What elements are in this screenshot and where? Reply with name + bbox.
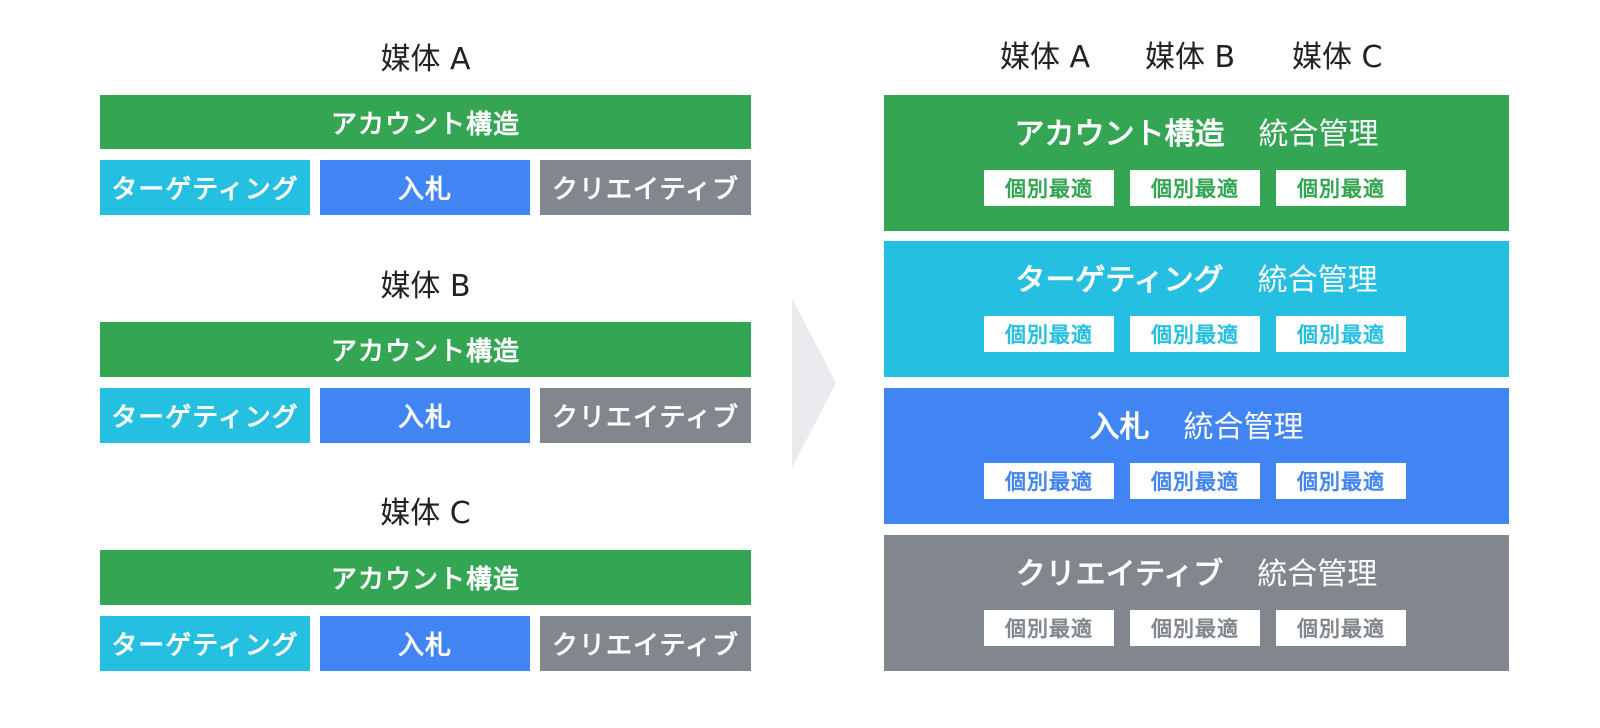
block-title: 入札統合管理 xyxy=(884,408,1509,448)
optimization-chip-b: 個別最適 xyxy=(1130,170,1260,206)
optimization-chip-a: 個別最適 xyxy=(984,170,1114,206)
header-media-c: 媒体 C xyxy=(1292,40,1383,75)
optimization-chip-c: 個別最適 xyxy=(1276,170,1406,206)
bid-integrated-block: 入札統合管理 個別最適 個別最適 個別最適 xyxy=(884,388,1509,524)
account-integrated-block: アカウント構造統合管理 個別最適 個別最適 個別最適 xyxy=(884,95,1509,231)
media-a-account-bar: アカウント構造 xyxy=(100,95,751,149)
media-a-creative-bar: クリエイティブ xyxy=(540,160,751,215)
block-title-main: アカウント構造 xyxy=(1014,117,1225,152)
media-a-bid-bar: 入札 xyxy=(320,160,530,215)
media-c-account-bar: アカウント構造 xyxy=(100,550,751,605)
optimization-chip-b: 個別最適 xyxy=(1130,316,1260,352)
optimization-chip-c: 個別最適 xyxy=(1276,463,1406,499)
media-b-title: 媒体 B xyxy=(380,269,471,304)
block-title: クリエイティブ統合管理 xyxy=(884,555,1509,595)
targeting-integrated-block: ターゲティング統合管理 個別最適 個別最適 個別最適 xyxy=(884,241,1509,377)
optimization-chip-a: 個別最適 xyxy=(984,610,1114,646)
block-title-main: クリエイティブ xyxy=(1015,557,1224,592)
block-title-main: 入札 xyxy=(1089,410,1150,445)
media-b-creative-bar: クリエイティブ xyxy=(540,388,751,443)
block-title-sub: 統合管理 xyxy=(1258,117,1379,152)
block-title-sub: 統合管理 xyxy=(1183,410,1304,445)
optimization-chip-c: 個別最適 xyxy=(1276,610,1406,646)
block-title-sub: 統合管理 xyxy=(1257,557,1378,592)
media-b-account-bar: アカウント構造 xyxy=(100,322,751,377)
optimization-chip-b: 個別最適 xyxy=(1130,610,1260,646)
block-title-sub: 統合管理 xyxy=(1257,263,1378,298)
media-a-targeting-bar: ターゲティング xyxy=(100,160,310,215)
chevron-right-icon xyxy=(792,298,836,468)
optimization-chip-c: 個別最適 xyxy=(1276,316,1406,352)
media-a-title: 媒体 A xyxy=(380,42,471,77)
media-b-bid-bar: 入札 xyxy=(320,388,530,443)
header-media-b: 媒体 B xyxy=(1145,40,1236,75)
media-c-title: 媒体 C xyxy=(380,496,471,531)
optimization-chip-a: 個別最適 xyxy=(984,316,1114,352)
block-title: ターゲティング統合管理 xyxy=(884,261,1509,301)
media-c-bid-bar: 入札 xyxy=(320,616,530,671)
header-media-a: 媒体 A xyxy=(1000,40,1091,75)
block-title-main: ターゲティング xyxy=(1015,263,1224,298)
creative-integrated-block: クリエイティブ統合管理 個別最適 個別最適 個別最適 xyxy=(884,535,1509,671)
block-title: アカウント構造統合管理 xyxy=(884,115,1509,155)
optimization-chip-a: 個別最適 xyxy=(984,463,1114,499)
media-c-creative-bar: クリエイティブ xyxy=(540,616,751,671)
media-c-targeting-bar: ターゲティング xyxy=(100,616,310,671)
optimization-chip-b: 個別最適 xyxy=(1130,463,1260,499)
media-b-targeting-bar: ターゲティング xyxy=(100,388,310,443)
